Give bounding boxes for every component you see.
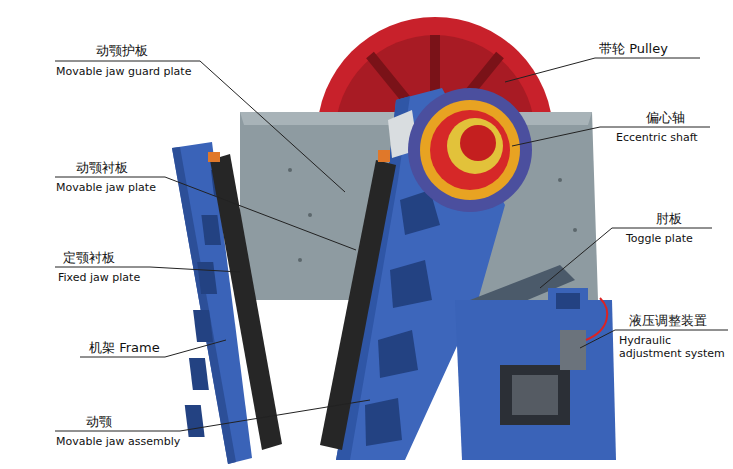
part-label: 机架 Frame: [88, 340, 161, 355]
part-label: Toggle plate: [625, 232, 694, 245]
part-label: 偏心轴: [645, 110, 686, 125]
part-label: Fixed jaw plate: [57, 271, 141, 284]
part-label: Movable jaw guard plate: [55, 65, 192, 78]
part-label: Movable jaw plate: [55, 181, 157, 194]
part-label: 动颚护板: [95, 43, 149, 58]
part-label: 动颚衬板: [75, 160, 129, 175]
part-label: Eccentric shaft: [615, 131, 699, 144]
part-label: 动颚: [85, 414, 113, 429]
part-label: Movable jaw assembly: [55, 435, 181, 448]
part-label: Hydraulic adjustment system: [618, 334, 728, 360]
part-label: 肘板: [655, 211, 683, 226]
part-label: 定颚衬板: [62, 250, 116, 265]
part-label: 液压调整装置: [628, 313, 708, 328]
part-label: 带轮 Pulley: [598, 41, 669, 56]
